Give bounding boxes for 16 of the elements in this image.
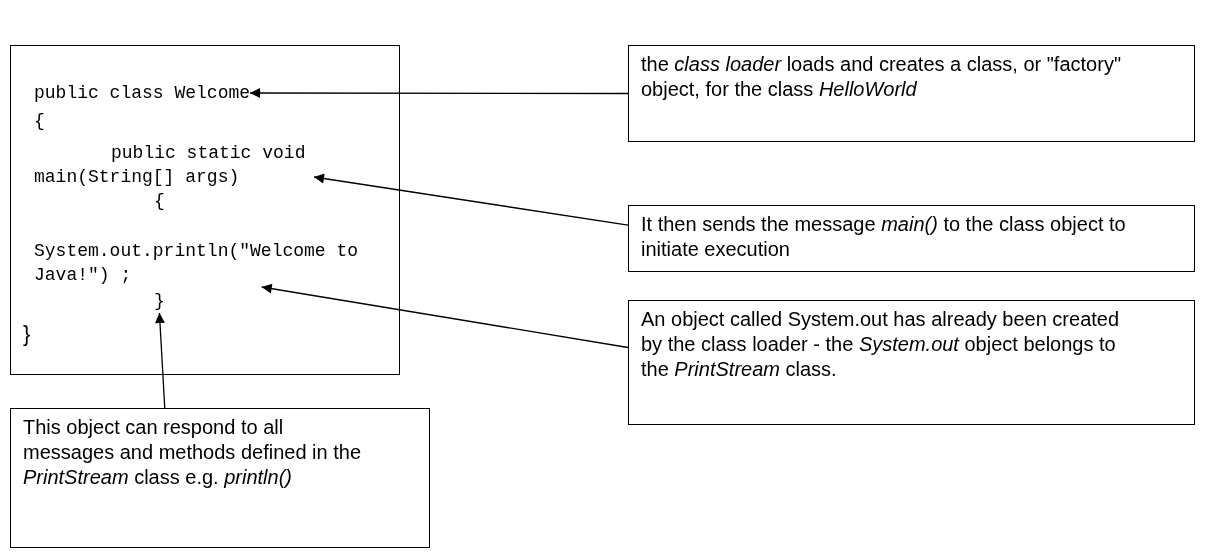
code-line: } [154,289,165,313]
callout-box: An object called System.out has already been created by the class loader - the System.out object belongs to the PrintStream class. [628,300,1195,425]
code-line: public class Welcome [34,81,251,105]
code-panel [10,45,400,375]
leader-arrow [261,283,629,349]
code-line: { [154,189,165,213]
leader-arrow [313,173,629,226]
code-line: { [34,109,45,133]
callout-box: It then sends the message main() to the class object to initiate execution [628,205,1195,272]
callout-box: This object can respond to all messages and methods defined in the PrintStream class e.g. println() [10,408,430,548]
code-line: System.out.println("Welcome to Java!") ; [34,239,379,287]
leader-arrow [155,312,166,409]
code-line: public static void main(String[] args) [34,141,314,189]
leader-arrow [249,88,629,98]
callout-box: the class loader loads and creates a class, or "factory" object, for the class HelloWorld [628,45,1195,142]
code-line: } [23,321,31,347]
